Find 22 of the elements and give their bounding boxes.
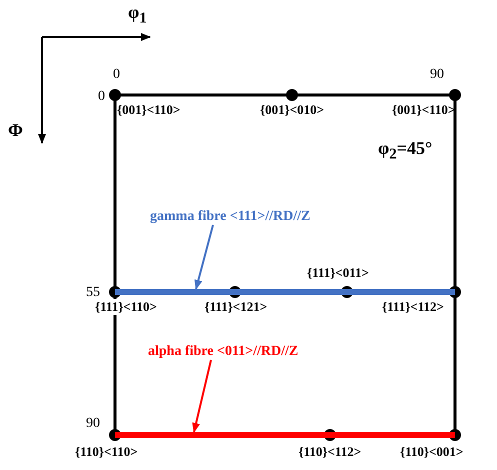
orientation-label: {111}<011>: [307, 265, 369, 281]
orientation-label: {110}<001>: [400, 444, 464, 460]
tick-label: 90: [430, 66, 444, 83]
orientation-label: {001}<010>: [260, 102, 324, 118]
axis-label: φ$_{1}$: [128, 2, 147, 29]
leader-line: [192, 360, 212, 433]
leader-line: [194, 224, 214, 290]
fibre-label: alpha fibre <011>//RD//Z: [148, 343, 298, 360]
tick-label: 0: [98, 88, 105, 105]
orientation-label: {001}<110>: [117, 102, 180, 118]
tick-label: 0: [113, 66, 120, 83]
tick-label: 55: [86, 284, 100, 301]
orientation-label: {111}<110>: [95, 299, 157, 315]
orientation-label: {001}<110>: [392, 102, 456, 118]
orientation-label: {110}<110>: [75, 444, 138, 460]
fibre-label: gamma fibre <111>//RD//Z: [150, 208, 310, 225]
section-label: φ$_{2}$=45°: [378, 138, 432, 165]
orientation-label: {110}<112>: [298, 444, 362, 460]
orientation-label: {111}<121>: [204, 299, 268, 315]
orientation-label: {111}<112>: [382, 299, 444, 315]
axis-label: Φ: [8, 120, 23, 141]
tick-label: 90: [86, 415, 100, 432]
